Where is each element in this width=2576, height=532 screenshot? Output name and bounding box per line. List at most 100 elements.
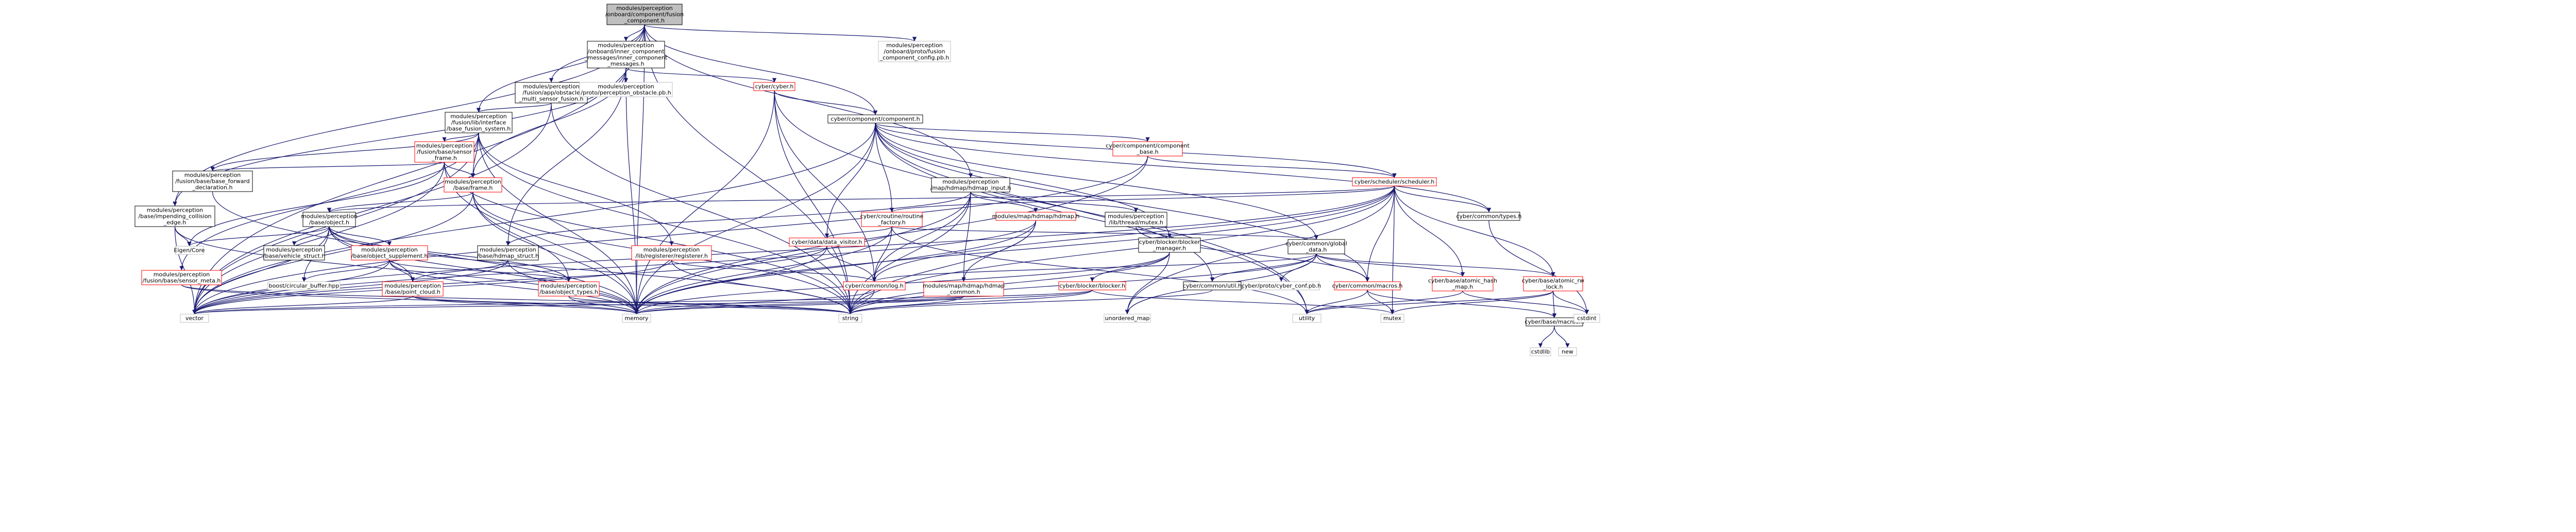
node-label-line: _map.h (1452, 284, 1473, 290)
node-cstdlib: cstdlib (1530, 347, 1551, 356)
node-pending-collision[interactable]: modules/perception/base/impending_collis… (134, 205, 215, 227)
node-box (1458, 212, 1520, 221)
edge-common_macros-to-base_macros (1367, 289, 1557, 318)
node-root[interactable]: modules/perception/onboard/component/fus… (605, 4, 684, 25)
edge-sensor_frame-to-base_forward (210, 162, 445, 171)
node-label-line: cstdint (1577, 315, 1597, 322)
node-object-types[interactable]: modules/perception/base/object_types.h (538, 281, 600, 297)
node-label-line: modules/perception (523, 83, 580, 90)
node-base-forward[interactable]: modules/perception/fusion/base/base_forw… (172, 170, 253, 192)
edge-base_object-to-object_types (329, 226, 571, 282)
node-common-log[interactable]: cyber/common/log.h (843, 281, 906, 290)
node-label-line: /base_fusion_system.h (447, 126, 511, 132)
node-label-line: cyber/base/macros.h (1524, 319, 1584, 325)
node-common-macros[interactable]: cyber/common/macros.h (1332, 281, 1403, 290)
node-label-line: _component_config.pb.h (879, 55, 950, 61)
node-label-line: /base/point_cloud.h (385, 289, 440, 296)
node-label-line: unordered_map (1105, 315, 1150, 322)
node-label-line: memory (625, 315, 649, 322)
node-label-line: /base/object_supplement.h (351, 253, 428, 260)
node-base-fusion[interactable]: modules/perception/fusion/lib/interface/… (445, 112, 513, 133)
node-label-line: cyber/common/types.h (1456, 213, 1522, 220)
node-blocker-manager[interactable]: cyber/blocker/blocker_manager.h (1138, 237, 1201, 253)
node-hdmap-common[interactable]: modules/map/hdmap/hdmap_common.h (923, 281, 1005, 297)
edge-scheduler-to-base_object (327, 185, 1395, 213)
node-label-line: modules/perception (450, 113, 507, 120)
node-atomic-rw-lock[interactable]: cyber/base/atomic_rw_lock.h (1522, 276, 1584, 291)
node-hdmap-h[interactable]: modules/map/hdmap/hdmap.h (992, 212, 1080, 221)
edge-component_base-to-vector (192, 156, 1148, 315)
node-label-line: _lock.h (1543, 284, 1563, 290)
node-box (263, 245, 325, 261)
node-blocker-h[interactable]: cyber/blocker/blocker.h (1058, 281, 1126, 290)
edge-hdmap_input-to-lib_thread (970, 192, 1139, 213)
node-label-line: modules/perception (942, 179, 999, 185)
node-box (631, 245, 712, 261)
node-cyber-h[interactable]: cyber/cyber.h (753, 82, 795, 91)
node-component-base[interactable]: cyber/component/component_base.h (1106, 141, 1190, 157)
node-fusion-msgs[interactable]: modules/perception/onboard/inner_compone… (584, 41, 668, 68)
edge-global_data-to-atomic_hash_map (1316, 253, 1465, 277)
node-box (414, 141, 474, 163)
edge-global_data-to-common_log (872, 253, 1317, 282)
edge-hdmap_input-to-string (848, 192, 971, 315)
node-base-macros[interactable]: cyber/base/macros.h (1524, 317, 1584, 327)
node-box (1287, 239, 1345, 254)
node-cyber-component[interactable]: cyber/component/component.h (827, 114, 923, 124)
node-box (1243, 281, 1320, 290)
node-box (180, 314, 209, 323)
node-base-object[interactable]: modules/perception/base/object.h (301, 212, 358, 227)
node-label-line: cyber/data/data_visitor.h (792, 239, 862, 246)
node-vehicle-struct[interactable]: modules/perception/base/vehicle_struct.h (263, 245, 326, 261)
node-cstdint: cstdint (1573, 314, 1600, 323)
edge-base_macros-to-cstdlib (1538, 325, 1555, 348)
edge-hdmap_common-to-memory (634, 296, 964, 315)
node-box (1104, 314, 1151, 323)
node-global-data[interactable]: cyber/common/global_data.h (1285, 239, 1347, 254)
node-atomic-hash-map[interactable]: cyber/base/atomic_hash_map.h (1428, 276, 1497, 291)
edge-sensor_frame-to-eigen (187, 162, 445, 247)
node-scheduler[interactable]: cyber/scheduler/scheduler.h (1352, 177, 1437, 186)
edge-scheduler-to-unordered_map (1125, 185, 1395, 315)
node-label-line: modules/map/hdmap/hdmap.h (992, 213, 1080, 220)
node-registerer[interactable]: modules/perception/lib/registerer/regist… (631, 245, 712, 261)
node-box (606, 4, 683, 25)
node-app-fusion[interactable]: modules/perception/fusion/app/obstacle_m… (515, 82, 588, 104)
node-box (382, 281, 444, 297)
node-label-line: /base/object.h (309, 219, 349, 226)
node-box (538, 281, 600, 297)
node-label-line: _declaration.h (192, 184, 233, 191)
edge-point_cloud-to-vector (192, 296, 413, 315)
edge-root-to-vector (192, 24, 645, 315)
node-common-types[interactable]: cyber/common/types.h (1456, 212, 1522, 221)
node-label-line: _multi_sensor_fusion.h (519, 96, 584, 102)
node-croutine-factory[interactable]: cyber/croutine/routine_factory.h (860, 212, 924, 227)
edge-registerer-to-common_log (671, 260, 877, 282)
node-label-line: cyber/common/log.h (845, 283, 903, 289)
edge-cyber_component-to-croutine_factory (875, 123, 894, 213)
node-base-frame[interactable]: modules/perception/base/frame.h (444, 177, 502, 193)
edge-data_visitor-to-common_log (826, 246, 877, 282)
edge-cyber_h-to-string (774, 90, 853, 315)
node-hdmap-input[interactable]: modules/perception/map/hdmap/hdmap_input… (930, 177, 1011, 193)
node-object-supplement[interactable]: modules/perception/base/object_supplemen… (351, 245, 428, 261)
node-common-util[interactable]: cyber/common/util.h (1183, 281, 1242, 290)
node-sensor-frame[interactable]: modules/perception/fusion/base/sensor_fr… (414, 141, 474, 163)
edge-global_data-to-atomic_rw_lock (1316, 253, 1555, 277)
edge-hdmap_h-to-string (848, 220, 1037, 315)
node-label-line: /base/vehicle_struct.h (263, 253, 326, 260)
node-lib-thread[interactable]: modules/perception/lib/thread/mutex.h (1105, 212, 1167, 227)
node-utility: utility (1292, 314, 1321, 323)
edge-base_fusion-to-base_forward (210, 132, 479, 171)
node-new: new (1558, 347, 1577, 356)
node-hdmap-struct[interactable]: modules/perception/base/hdmap_struct.h (477, 245, 539, 261)
edge-hdmap_input-to-memory (634, 192, 971, 315)
node-label-line: _edge.h (163, 219, 186, 226)
node-data-visitor[interactable]: cyber/data/data_visitor.h (789, 237, 865, 247)
node-point-cloud[interactable]: modules/perception/base/point_cloud.h (382, 281, 444, 297)
node-label-line: _messages/inner_component (584, 55, 668, 61)
edge-pending_collision-to-eigen (174, 226, 192, 247)
edge-base_fusion-to-registerer (478, 132, 674, 246)
node-sensor-meta[interactable]: modules/perception/fusion/base/sensor_me… (141, 270, 222, 285)
